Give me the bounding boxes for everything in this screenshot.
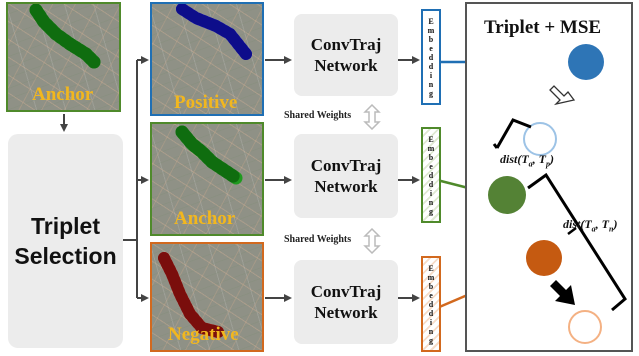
emb-letter: g bbox=[429, 206, 433, 216]
shared-weights-label-1: Shared Weights bbox=[284, 110, 352, 121]
emb-letter: i bbox=[429, 70, 433, 80]
network-1-line2: Network bbox=[314, 56, 378, 75]
loss-title: Triplet + MSE bbox=[484, 17, 602, 38]
anchor-map-tile-left: Anchor bbox=[6, 2, 121, 112]
convtraj-network-2: ConvTraj Network bbox=[294, 134, 398, 218]
emb-letter: d bbox=[428, 299, 434, 309]
network-2-line2: Network bbox=[314, 177, 378, 196]
emb-letter: b bbox=[428, 152, 434, 162]
network-3-line2: Network bbox=[314, 303, 378, 322]
emb-letter: e bbox=[429, 43, 433, 53]
dist-ap-suffix: ) bbox=[550, 152, 555, 166]
network-3-line1: ConvTraj bbox=[310, 282, 382, 301]
selection-line1: Triplet bbox=[30, 213, 100, 239]
network-2-line1: ConvTraj bbox=[310, 156, 382, 175]
dist-an-suffix: ) bbox=[613, 217, 618, 231]
dist-ap-mid: , T bbox=[532, 152, 547, 166]
positive-label: Positive bbox=[174, 92, 238, 113]
negative-label: Negative bbox=[168, 324, 239, 345]
emb-letter: d bbox=[428, 61, 434, 71]
negative-trajectory bbox=[158, 252, 224, 338]
dist-anchor-positive-label: dist(Ta, Tp) bbox=[500, 152, 554, 168]
emb-letter: d bbox=[428, 170, 434, 180]
positive-map-tile: Positive bbox=[150, 2, 264, 116]
emb-letter: E bbox=[428, 263, 434, 273]
double-arrow-icon-2 bbox=[363, 228, 381, 254]
selection-line2: Selection bbox=[14, 243, 117, 269]
dist-ap-sub-b: p bbox=[546, 159, 551, 169]
embedding-negative: E m b e d d i n g bbox=[421, 256, 441, 352]
emb-letter: m bbox=[427, 272, 435, 282]
emb-letter: i bbox=[429, 317, 433, 327]
dist-an-mid: , T bbox=[595, 217, 610, 231]
dist-an-sub-a: a bbox=[591, 224, 596, 234]
dist-anchor-negative-label: dist(Ta, Tn) bbox=[563, 217, 617, 233]
convtraj-network-1: ConvTraj Network bbox=[294, 14, 398, 96]
emb-letter: g bbox=[429, 88, 433, 98]
embedding-anchor: E m b e d d i n g bbox=[421, 127, 441, 223]
emb-letter: E bbox=[428, 16, 434, 26]
anchor-map-tile-mid: Anchor bbox=[150, 122, 264, 236]
emb-letter: n bbox=[428, 79, 434, 89]
convtraj-network-3: ConvTraj Network bbox=[294, 260, 398, 344]
anchor-trajectory bbox=[29, 4, 101, 69]
emb-letter: g bbox=[429, 335, 433, 345]
emb-letter: e bbox=[429, 161, 433, 171]
dist-an-sub-b: n bbox=[609, 224, 614, 234]
dist-an-prefix: dist(T bbox=[563, 217, 592, 231]
emb-letter: m bbox=[427, 25, 435, 35]
emb-letter: m bbox=[427, 143, 435, 153]
emb-letter: b bbox=[428, 281, 434, 291]
anchor-trajectory-mid bbox=[175, 125, 243, 185]
emb-letter: b bbox=[428, 34, 434, 44]
shared-weights-label-2: Shared Weights bbox=[284, 234, 352, 245]
emb-letter: e bbox=[429, 290, 433, 300]
negative-map-tile: Negative bbox=[150, 242, 264, 352]
dist-ap-prefix: dist(T bbox=[500, 152, 529, 166]
triplet-selection-box: Triplet Selection bbox=[8, 134, 123, 348]
emb-letter: d bbox=[428, 52, 434, 62]
network-1-line1: ConvTraj bbox=[310, 35, 382, 54]
emb-letter: n bbox=[428, 326, 434, 336]
embedding-positive: E m b e d d i n g bbox=[421, 9, 441, 105]
loss-panel bbox=[465, 2, 633, 352]
dist-ap-sub-a: a bbox=[528, 159, 533, 169]
emb-letter: d bbox=[428, 179, 434, 189]
double-arrow-icon-1 bbox=[363, 104, 381, 130]
emb-letter: E bbox=[428, 134, 434, 144]
positive-trajectory bbox=[176, 4, 252, 60]
emb-letter: d bbox=[428, 308, 434, 318]
emb-letter: i bbox=[429, 188, 433, 198]
anchor-label-left: Anchor bbox=[32, 84, 94, 105]
emb-letter: n bbox=[428, 197, 434, 207]
anchor-label-mid: Anchor bbox=[174, 208, 236, 229]
